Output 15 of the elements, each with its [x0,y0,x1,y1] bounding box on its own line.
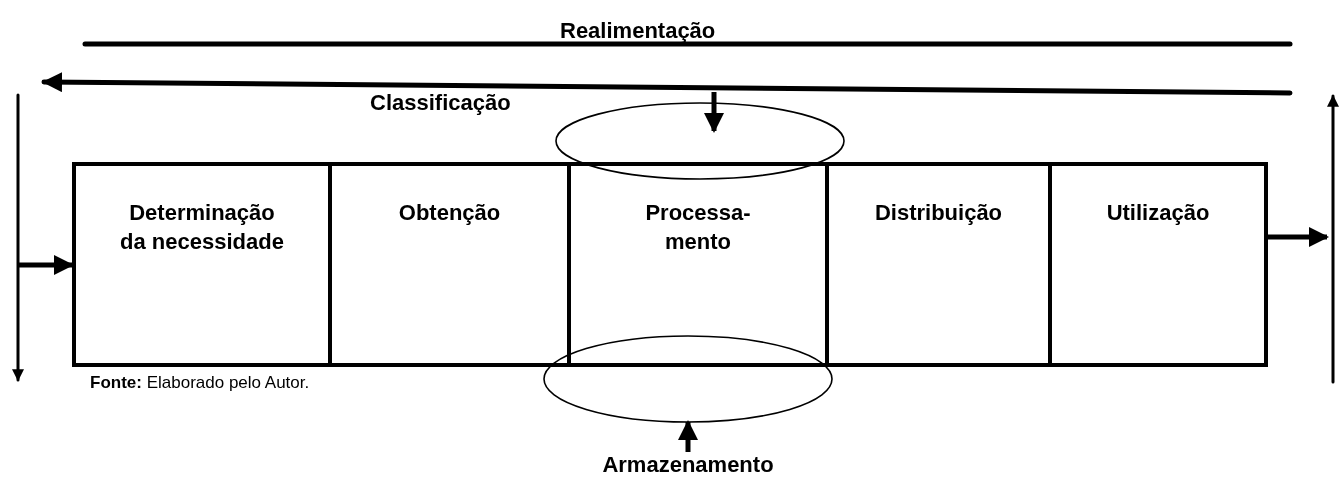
ellipse-shape [555,102,845,180]
box-label: Obtenção [397,199,502,227]
box-label: Distribuição [873,199,1004,227]
box-label: Utilização [1105,199,1211,227]
box-label: Determinação da necessidade [119,199,285,256]
annotation-text: Classificação [370,90,511,116]
arrow [704,92,724,133]
ellipse-shape [543,335,833,423]
node-text: Armazenamento [588,452,788,478]
source-note: Fonte: Elaborado pelo Autor. [90,373,310,393]
box-label: Processa- mento [644,199,752,256]
arrow [1268,227,1329,247]
arrow [18,255,74,275]
arrow [678,420,698,452]
title-text: Realimentação [560,18,716,44]
